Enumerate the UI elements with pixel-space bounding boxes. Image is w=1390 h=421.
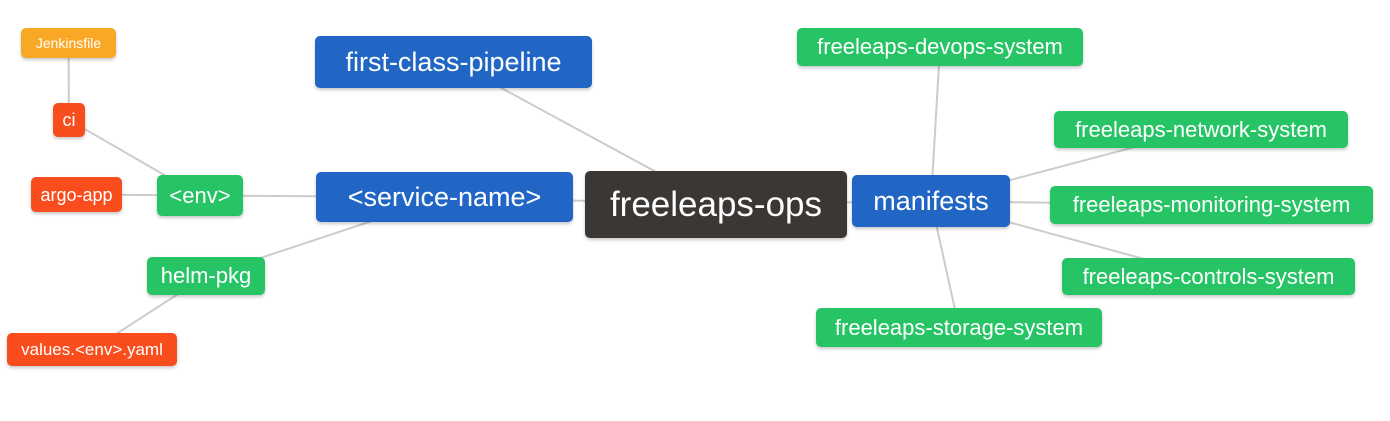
node-helm-pkg[interactable]: helm-pkg [147,257,265,295]
node-freeleaps-monitoring-system[interactable]: freeleaps-monitoring-system [1050,186,1373,224]
node-service-name[interactable]: <service-name> [316,172,573,222]
node-label: helm-pkg [160,263,252,288]
node-manifests[interactable]: manifests [852,175,1010,227]
node-label: freeleaps-controls-system [1082,263,1335,289]
node-jenkinsfile[interactable]: Jenkinsfile [21,28,116,58]
node-label: first-class-pipeline [345,46,562,77]
node-label: freeleaps-monitoring-system [1072,192,1351,217]
node-label: values.<env>.yaml [21,340,163,359]
node-label: argo-app [40,184,113,205]
node-first-class-pipeline[interactable]: first-class-pipeline [315,36,592,88]
node-freeleaps-network-system[interactable]: freeleaps-network-system [1054,111,1348,148]
node-env[interactable]: <env> [157,175,243,216]
node-ci[interactable]: ci [53,103,85,137]
node-label: freeleaps-storage-system [834,314,1084,340]
node-label: freeleaps-devops-system [817,34,1063,59]
node-freeleaps-ops[interactable]: freeleaps-ops [585,171,847,238]
node-label: <service-name> [347,181,542,212]
node-label: ci [62,110,76,130]
node-label: <env> [169,182,231,208]
node-values-env-yaml[interactable]: values.<env>.yaml [7,333,177,366]
node-freeleaps-devops-system[interactable]: freeleaps-devops-system [797,28,1083,66]
node-argo-app[interactable]: argo-app [31,177,122,212]
node-label: freeleaps-network-system [1075,116,1327,142]
node-label: Jenkinsfile [35,35,102,51]
node-label: freeleaps-ops [609,185,823,224]
node-freeleaps-storage-system[interactable]: freeleaps-storage-system [816,308,1102,347]
node-freeleaps-controls-system[interactable]: freeleaps-controls-system [1062,258,1355,295]
node-label: manifests [873,185,989,216]
